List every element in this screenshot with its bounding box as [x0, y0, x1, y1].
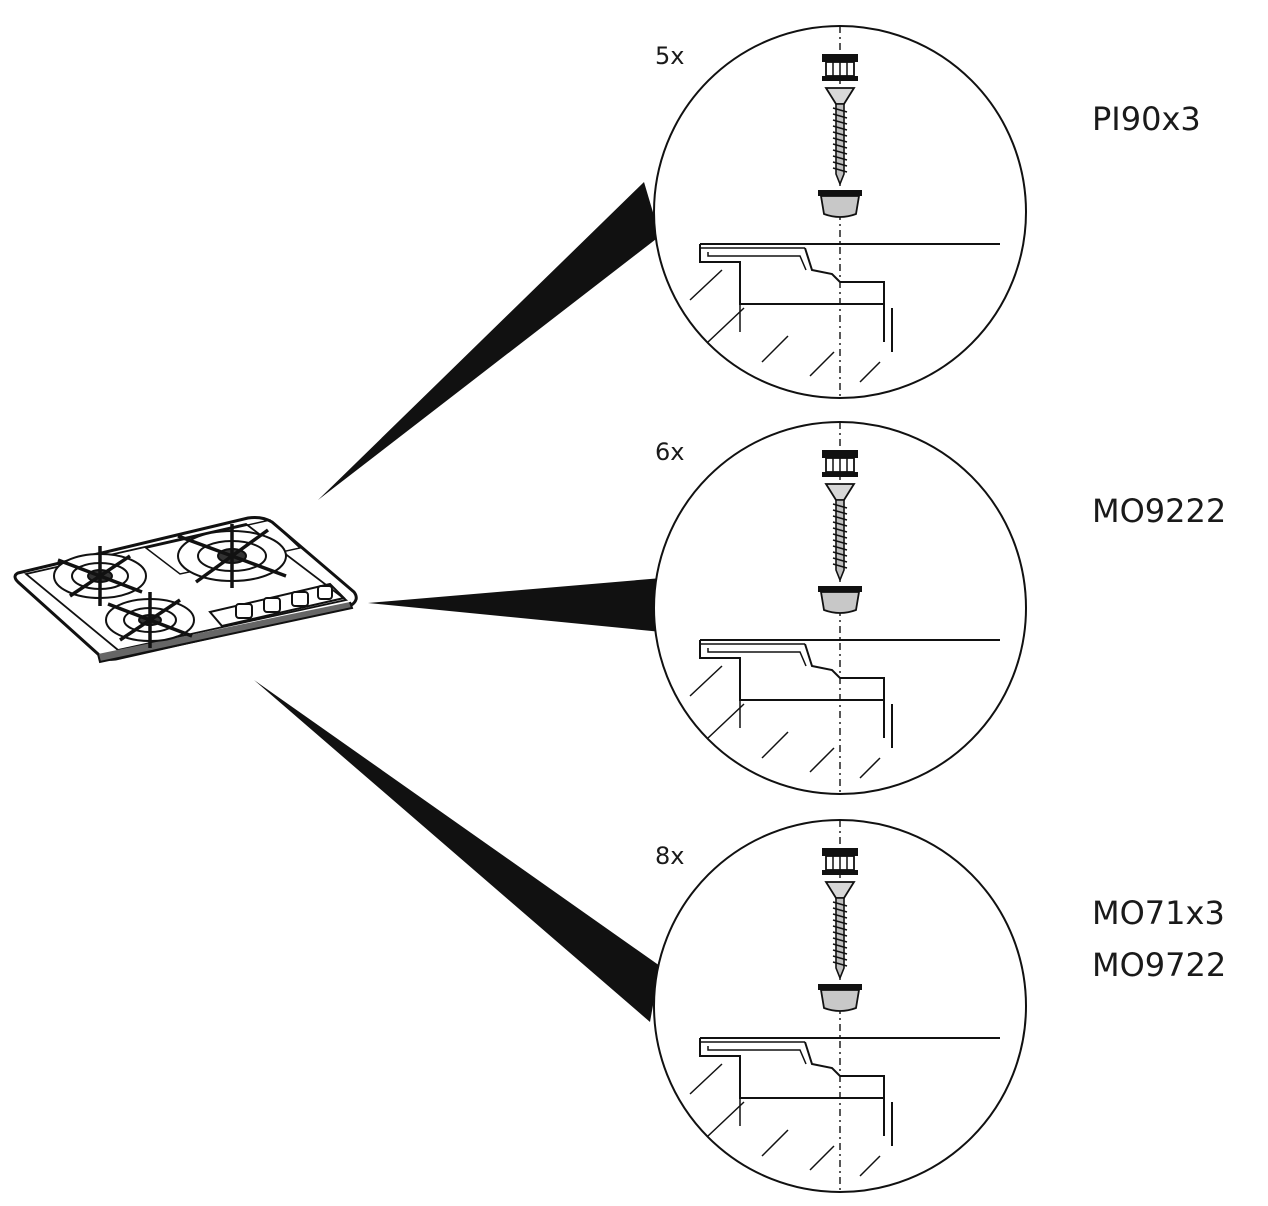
model-label-2: MO9222 [1092, 492, 1226, 530]
detail-magnifier-3 [653, 819, 1027, 1193]
pointer-wedge-top [318, 182, 660, 500]
quantity-label-2: 6x [655, 438, 684, 466]
pointer-wedge-middle [368, 578, 662, 632]
detail-magnifier-1 [653, 25, 1027, 399]
quantity-label-1: 5x [655, 42, 684, 70]
gas-hob-icon [13, 516, 358, 664]
model-label-3b: MO9722 [1092, 946, 1226, 984]
quantity-label-3: 8x [655, 842, 684, 870]
detail-magnifier-2 [653, 421, 1027, 795]
model-label-3a: MO71x3 [1092, 894, 1225, 932]
model-label-1: PI90x3 [1092, 100, 1201, 138]
pointer-wedge-bottom [254, 680, 660, 1022]
